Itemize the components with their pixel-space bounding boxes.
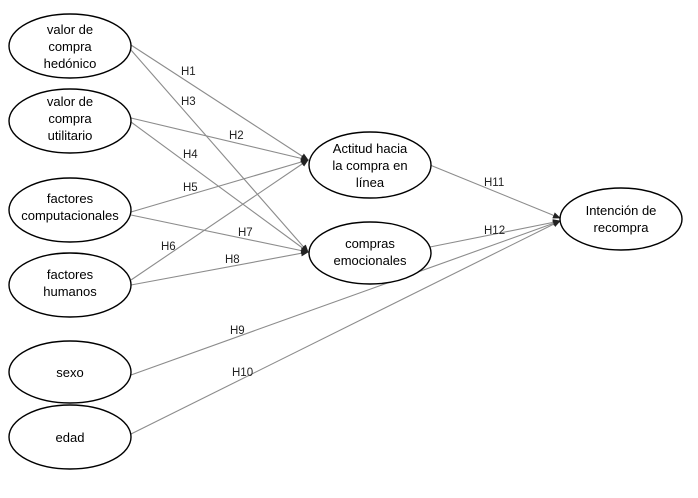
svg-text:sexo: sexo (56, 365, 83, 380)
edge-h7 (130, 214, 309, 254)
hypothesis-labels: H1 H3 H2 H4 H5 H7 H6 H8 H9 H10 H11 H12 (161, 66, 505, 379)
svg-text:emocionales: emocionales (334, 253, 407, 268)
edge-h10 (130, 220, 561, 435)
svg-text:valor de: valor de (47, 22, 93, 37)
node-compras-emocionales: compras emocionales (308, 221, 432, 285)
svg-text:factores: factores (47, 191, 94, 206)
label-h11: H11 (484, 177, 504, 189)
svg-text:hedónico: hedónico (44, 56, 97, 71)
node-valor-utilitario: valor de compra utilitario (8, 88, 132, 154)
svg-text:Intención de: Intención de (586, 203, 657, 218)
label-h10: H10 (232, 367, 253, 379)
svg-text:computacionales: computacionales (21, 208, 119, 223)
label-h6: H6 (161, 241, 176, 253)
svg-text:recompra: recompra (594, 220, 650, 235)
svg-text:compra: compra (48, 39, 92, 54)
node-factores-humanos: factores humanos (8, 252, 132, 318)
svg-text:compra: compra (48, 111, 92, 126)
label-h5: H5 (183, 182, 198, 194)
edge-h9 (130, 220, 561, 376)
label-h9: H9 (230, 325, 245, 337)
edge-h11 (429, 164, 561, 219)
label-h1: H1 (181, 66, 196, 78)
svg-text:valor de: valor de (47, 94, 93, 109)
label-h3: H3 (181, 96, 196, 108)
svg-text:utilitario: utilitario (48, 128, 93, 143)
node-edad: edad (8, 404, 132, 470)
svg-text:humanos: humanos (43, 284, 97, 299)
node-intencion-recompra: Intención de recompra (559, 187, 683, 251)
svg-text:línea: línea (356, 175, 385, 190)
svg-text:Actitud hacia: Actitud hacia (333, 141, 408, 156)
edge-h3 (130, 49, 309, 253)
label-h7: H7 (238, 227, 253, 239)
svg-text:compras: compras (345, 236, 395, 251)
edge-h1 (130, 44, 309, 161)
label-h4: H4 (183, 149, 198, 161)
edge-h2 (130, 117, 309, 162)
edge-h4 (130, 121, 309, 253)
label-h2: H2 (229, 130, 244, 142)
svg-text:factores: factores (47, 267, 94, 282)
edge-h6 (130, 159, 309, 281)
svg-text:edad: edad (56, 430, 85, 445)
node-actitud: Actitud hacia la compra en línea (308, 131, 432, 199)
edges (130, 44, 561, 435)
label-h12: H12 (484, 225, 505, 237)
edge-h12 (429, 219, 561, 248)
node-factores-computacionales: factores computacionales (8, 177, 132, 243)
svg-text:la compra en: la compra en (332, 158, 407, 173)
edge-h8 (130, 250, 309, 286)
node-sexo: sexo (8, 340, 132, 404)
node-valor-hedonico: valor de compra hedónico (8, 13, 132, 79)
edge-h5 (130, 158, 309, 213)
label-h8: H8 (225, 254, 240, 266)
